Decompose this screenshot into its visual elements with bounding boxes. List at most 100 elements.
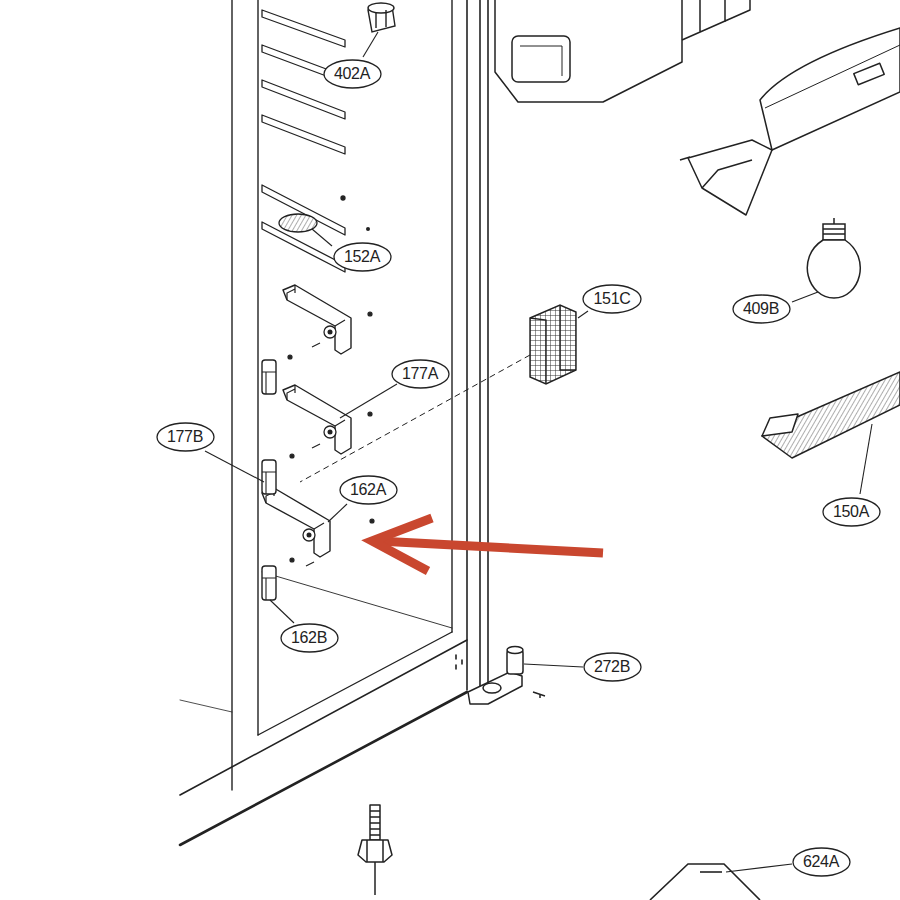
door-brackets [283, 385, 351, 454]
hinge-pin [483, 683, 501, 693]
cover-part [854, 63, 884, 85]
oval-outline [157, 423, 214, 451]
cabinet-outline [451, 0, 452, 632]
cover-part [765, 45, 900, 108]
door-brackets [262, 360, 276, 394]
oval-outline [823, 498, 880, 526]
shelf-rails [262, 10, 345, 47]
cap-part [368, 3, 395, 32]
callout-number: 624A [803, 853, 839, 871]
light-cover [762, 372, 900, 458]
hinge-pin [533, 692, 545, 698]
leveling-screw [367, 840, 383, 862]
callout-number: 177B [167, 428, 203, 446]
callout-number: 409B [743, 300, 779, 318]
callout-number: 162A [350, 481, 386, 499]
leader-lines [312, 229, 332, 246]
cabinet-outline [180, 700, 232, 712]
shelf-rails [366, 227, 370, 231]
leader-lines [363, 32, 378, 57]
shelf-rails [262, 185, 345, 235]
leader-lines [726, 864, 792, 872]
cabinet-outline [180, 0, 488, 845]
leader-lines [205, 32, 872, 872]
callout-number: 272B [594, 658, 630, 676]
leader-lines [328, 504, 347, 522]
cabinet-outline [231, 0, 232, 790]
callout-number: 151C [593, 290, 630, 308]
callout-number: 177A [402, 365, 438, 383]
leader-lines [860, 424, 872, 494]
oval-outline [281, 624, 338, 652]
callout-oval: 177A [391, 359, 450, 389]
cabinet-outline [487, 0, 489, 700]
oval-outline [324, 60, 381, 88]
light-bulb [807, 240, 860, 298]
leader-lines [524, 664, 583, 667]
light-bulb [823, 224, 845, 240]
callout-number: 152A [344, 248, 380, 266]
hinge-pin [507, 647, 523, 654]
callout-oval: 272B [583, 652, 642, 682]
leader-lines [792, 292, 818, 302]
cabinet-outline [180, 692, 467, 845]
leveling-screw [374, 862, 376, 895]
callout-oval: 402A [323, 59, 382, 89]
cabinet-outline [262, 572, 452, 628]
screws [290, 558, 294, 562]
door-brackets [283, 285, 351, 354]
light-cover [762, 414, 798, 436]
oval-outline [583, 285, 641, 313]
light-bulb [807, 218, 860, 298]
cover-part [688, 140, 772, 215]
dispenser-housing [495, 0, 750, 102]
screws [370, 519, 374, 523]
pointer-arrow [372, 518, 432, 571]
screws [306, 343, 320, 566]
screws [290, 454, 294, 458]
hinge-pin [468, 647, 545, 705]
shelf-rails [279, 214, 317, 232]
callout-number: 402A [334, 65, 370, 83]
cabinet-outline [466, 0, 468, 690]
oval-outline [340, 476, 397, 504]
leader-lines [340, 384, 397, 418]
callout-oval: 409B [732, 294, 791, 324]
callout-oval: 177B [156, 422, 215, 452]
light-bulb [823, 218, 845, 234]
cabinet-outline [257, 0, 258, 735]
screws [288, 355, 292, 359]
dispenser-housing [512, 36, 570, 82]
grille-part [530, 305, 576, 384]
oval-outline [392, 360, 449, 388]
leveling-screw [370, 811, 380, 835]
dispenser-housing [520, 46, 562, 76]
cover-part [680, 28, 900, 215]
callout-oval: 150A [822, 497, 881, 527]
screws [288, 312, 374, 566]
oval-outline [334, 243, 391, 271]
pointer-arrow [372, 518, 603, 571]
door-brackets [262, 488, 330, 557]
leveling-screw [358, 805, 392, 895]
cap-part [376, 10, 386, 28]
cabinet-outline [456, 655, 462, 669]
pointer-arrow [378, 541, 603, 553]
light-cover [762, 372, 900, 458]
screws [368, 312, 372, 316]
callout-number: 150A [833, 503, 869, 521]
cabinet-outline [479, 0, 481, 700]
callout-oval: 624A [792, 847, 851, 877]
grille-part [300, 355, 530, 482]
hinge-pin [468, 672, 522, 704]
leveling-screw [358, 840, 392, 862]
grille-part [300, 305, 576, 482]
callout-oval: 151C [582, 284, 642, 314]
cover-part [760, 28, 900, 150]
cabinet-outline [180, 640, 467, 795]
callout-oval: 162A [339, 475, 398, 505]
oval-outline [793, 848, 850, 876]
oval-outline [584, 653, 641, 681]
